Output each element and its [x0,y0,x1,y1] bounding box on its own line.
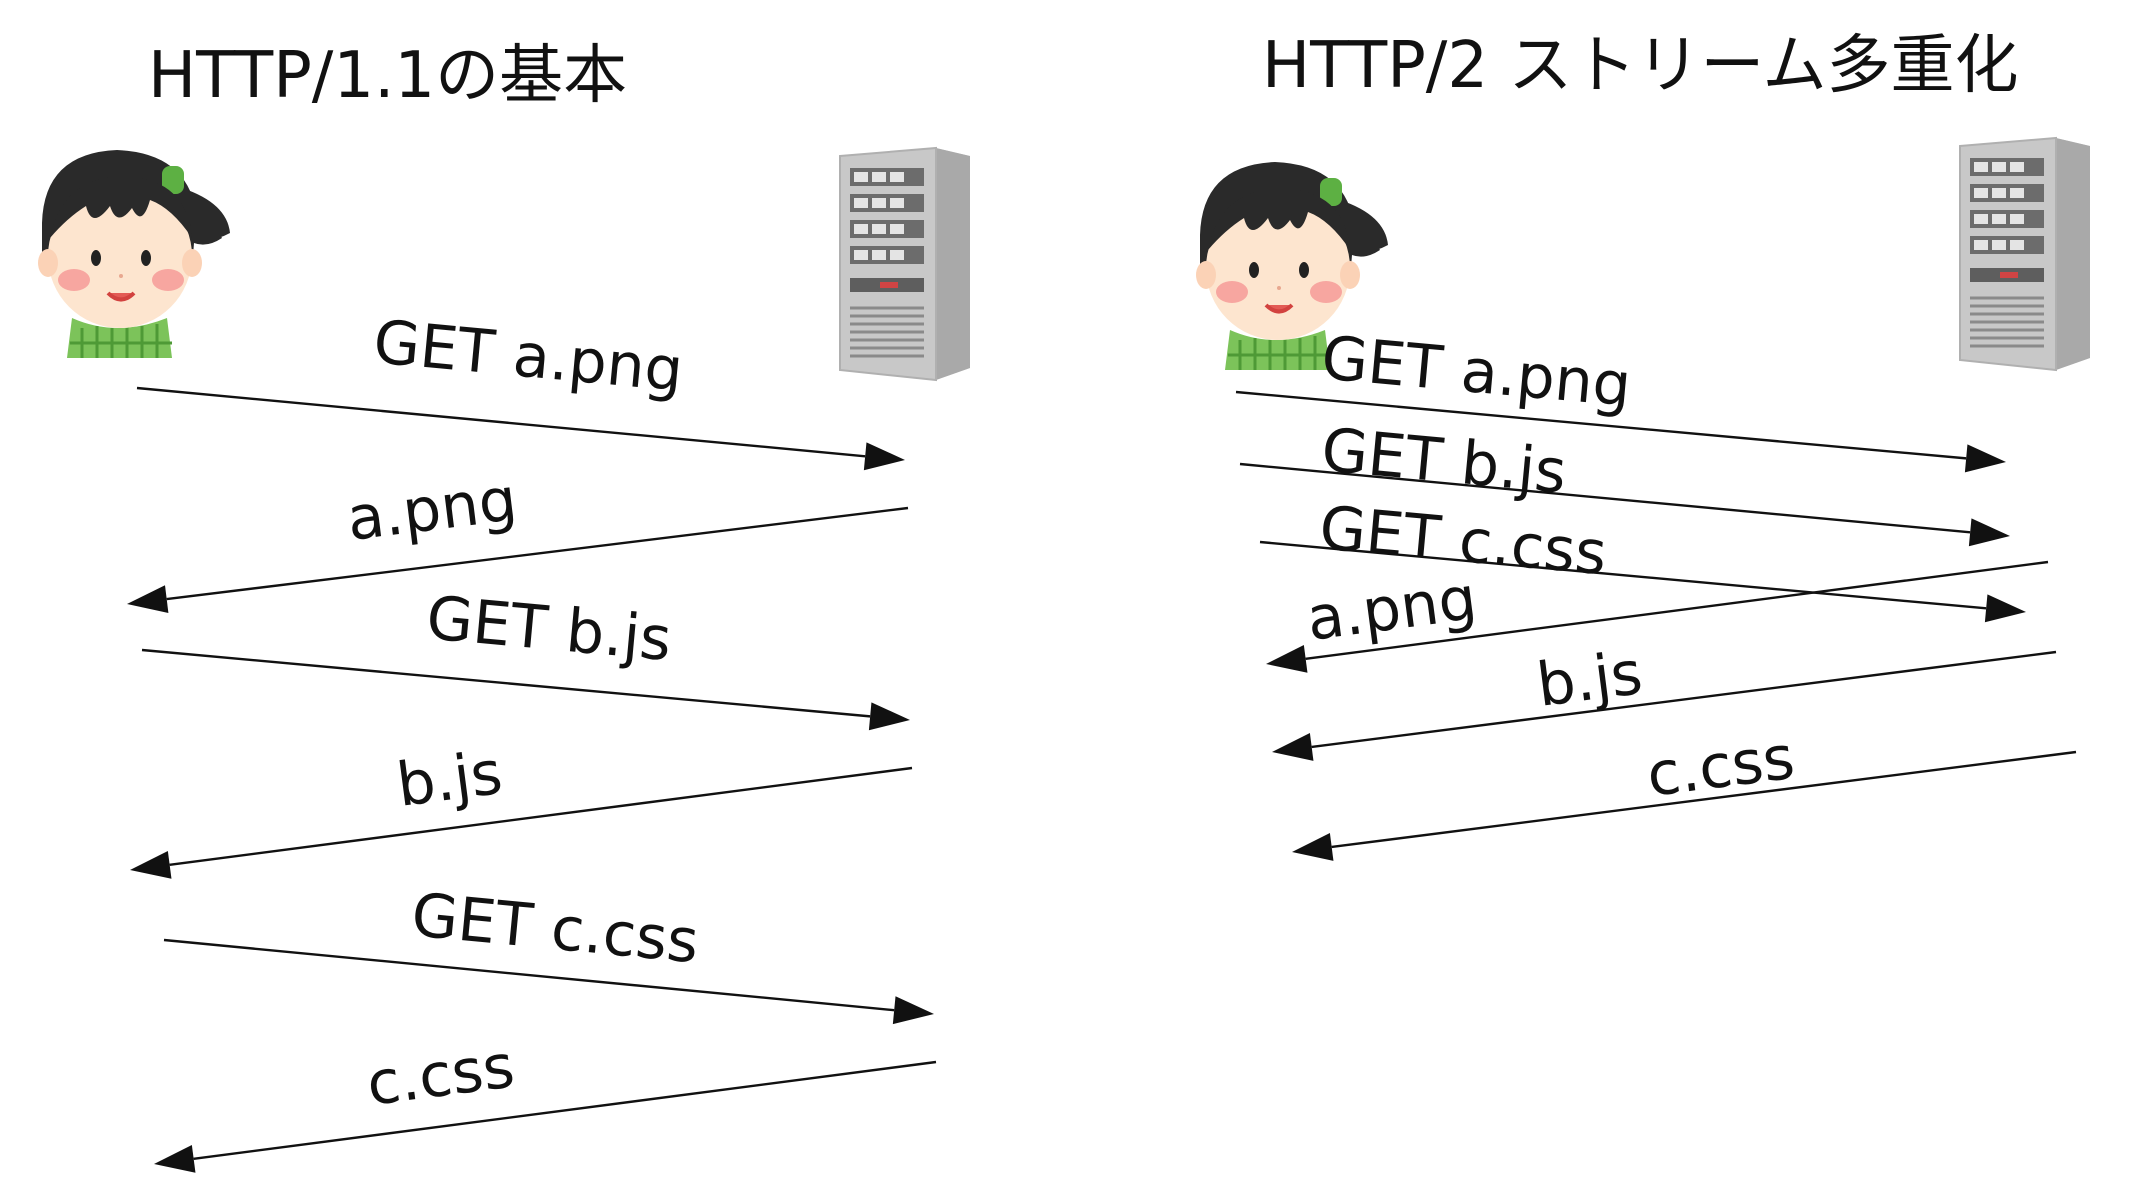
response-arrow-line [193,1060,937,1161]
arrowhead [892,996,934,1025]
arrowhead [1984,594,2026,623]
server-tower-icon [1958,136,2092,372]
request-label: GET a.png [371,307,686,406]
http11-title: HTTP/1.1の基本 [148,39,628,113]
response-label: c.css [363,1031,518,1119]
response-arrow-line [1305,560,2049,661]
request-arrow-line [163,938,895,1012]
request-arrow-line [141,648,871,718]
request-label: GET b.js [1319,415,1570,508]
response-arrow-line [166,506,909,601]
request-label: GET a.png [1319,323,1634,421]
arrowhead [1266,644,1308,673]
http2-title: HTTP/2 ストリーム多重化 [1262,29,2019,103]
arrowhead [130,850,172,879]
arrowhead [1272,733,1314,761]
request-arrow-line [1259,540,1987,610]
response-arrow-line [169,766,913,867]
arrowhead [868,702,910,731]
request-arrow-line [136,386,866,458]
response-label: a.png [1303,563,1481,654]
response-arrow-line [1331,750,2077,849]
arrowhead [127,585,169,614]
response-label: b.js [393,738,506,821]
server-tower-icon [838,146,972,382]
girl-client-icon [36,148,232,360]
response-label: c.css [1643,723,1798,811]
request-arrow-line [1235,390,1967,460]
arrowhead [154,1144,196,1173]
request-arrow-line [1239,462,1971,534]
arrowhead [1964,444,2006,473]
request-label: GET c.css [409,880,702,977]
response-label: a.png [343,465,520,555]
response-arrow-line [1311,650,2057,749]
request-label: GET b.js [424,583,675,675]
response-label: b.js [1533,638,1646,721]
arrowhead [1968,518,2010,547]
arrowhead [1292,833,1334,861]
arrowhead [863,442,905,471]
